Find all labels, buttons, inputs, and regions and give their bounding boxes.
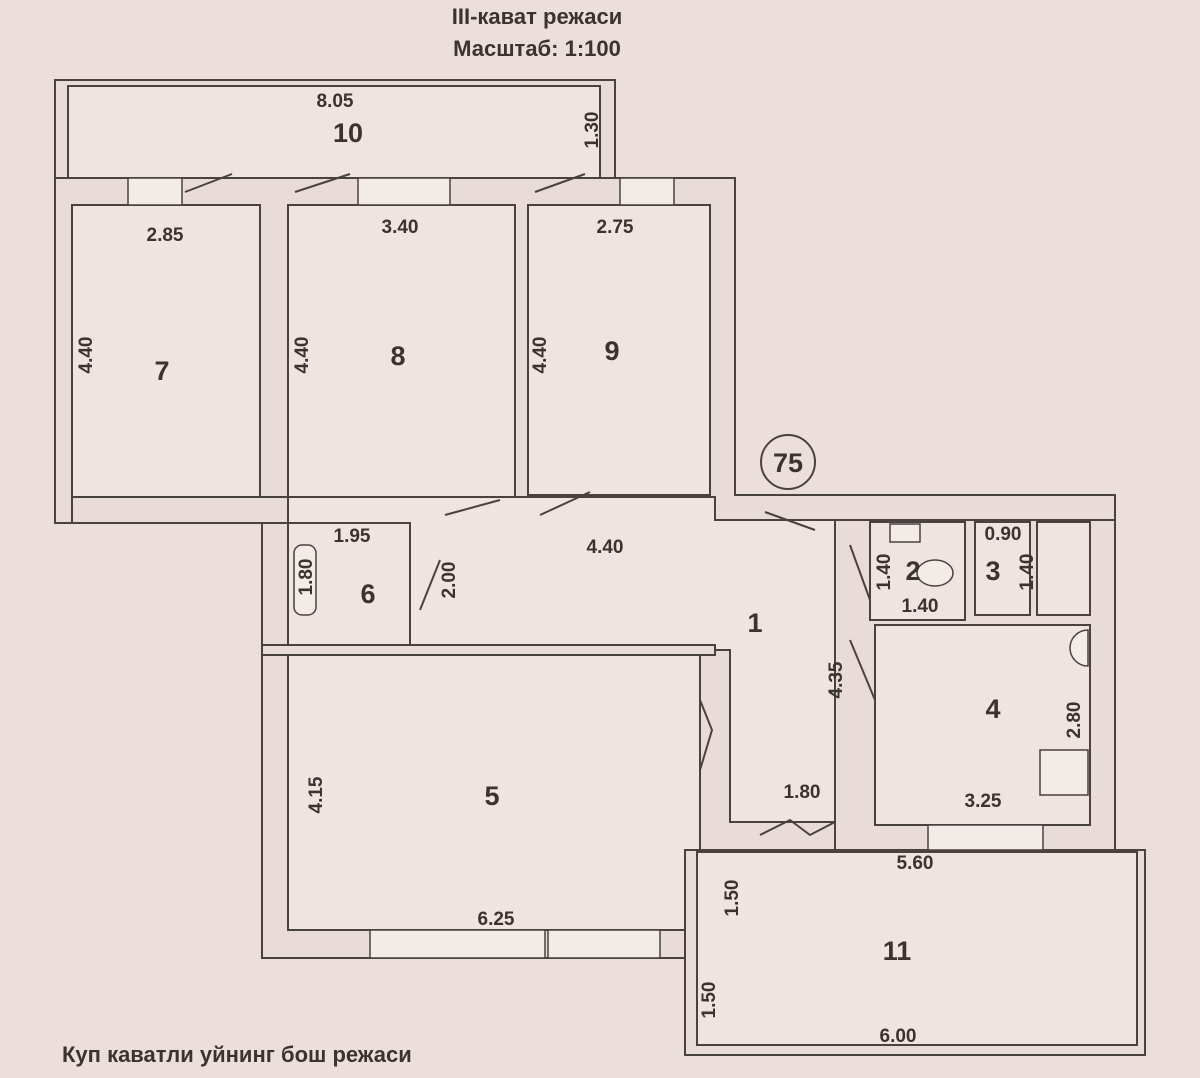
bathtub-icon [293, 544, 317, 616]
dim: 1.40 [874, 554, 895, 591]
sink-icon [889, 523, 921, 543]
dim: 2.85 [147, 225, 184, 246]
wall [71, 496, 289, 524]
window [357, 177, 451, 206]
room-label-4: 4 [985, 694, 1000, 724]
room-7 [71, 204, 261, 498]
dim: 6.25 [478, 909, 515, 930]
dim: 1.40 [1017, 554, 1038, 591]
room-5 [287, 654, 701, 931]
dim: 4.40 [530, 337, 551, 374]
apartment-number: 75 [773, 448, 803, 478]
window [369, 929, 546, 959]
dim: 3.40 [382, 217, 419, 238]
dim: 4.40 [76, 337, 97, 374]
dim: 1.40 [902, 596, 939, 617]
dim: 1.50 [722, 880, 743, 917]
room-label-10: 10 [333, 118, 363, 148]
dim: 2.00 [439, 562, 460, 599]
dim: 2.75 [597, 217, 634, 238]
dim: 1.95 [334, 526, 371, 547]
apartment-number-badge [760, 434, 816, 490]
dim: 4.15 [306, 776, 327, 813]
dim: 4.35 [826, 661, 847, 698]
dim: 0.90 [985, 524, 1022, 545]
kitchen-sink-icon [1069, 629, 1089, 667]
dim: 4.40 [587, 537, 624, 558]
footer-caption: Куп каватли уйнинг бош режаси [62, 1042, 412, 1067]
dim: 2.80 [1064, 702, 1085, 739]
room-label-2: 2 [905, 556, 920, 586]
plan-scale: Масштаб: 1:100 [453, 36, 621, 61]
room-label-5: 5 [484, 781, 499, 811]
plan-title: III-кават режаси [452, 4, 623, 29]
room-label-11: 11 [883, 936, 912, 966]
dim: 6.00 [880, 1026, 917, 1047]
dim: 1.30 [582, 112, 603, 149]
room-6 [287, 522, 411, 646]
dim: 1.50 [699, 982, 720, 1019]
room-3 [974, 521, 1031, 616]
dim: 3.25 [965, 791, 1002, 812]
room-9 [527, 204, 711, 496]
room-8 [287, 204, 516, 498]
room-label-6: 6 [360, 579, 375, 609]
room-label-3: 3 [985, 556, 1000, 586]
balcony-11 [696, 851, 1138, 1046]
window [547, 929, 661, 959]
doors [184, 173, 876, 837]
stove-icon [1039, 749, 1089, 796]
window [127, 177, 183, 206]
room-label-1: 1 [747, 608, 762, 638]
toilet-icon [916, 559, 954, 587]
room-label-9: 9 [604, 336, 619, 366]
window [927, 824, 1044, 851]
window [619, 177, 675, 206]
room-label-8: 8 [390, 341, 405, 371]
dim: 5.60 [897, 853, 934, 874]
dim: 4.40 [292, 337, 313, 374]
room-label-7: 7 [154, 356, 169, 386]
dim: 1.80 [784, 782, 821, 803]
dim: 8.05 [317, 91, 354, 112]
dim: 1.80 [296, 559, 317, 596]
closet [1036, 521, 1091, 616]
wall [261, 644, 716, 656]
balcony-10 [67, 85, 601, 179]
